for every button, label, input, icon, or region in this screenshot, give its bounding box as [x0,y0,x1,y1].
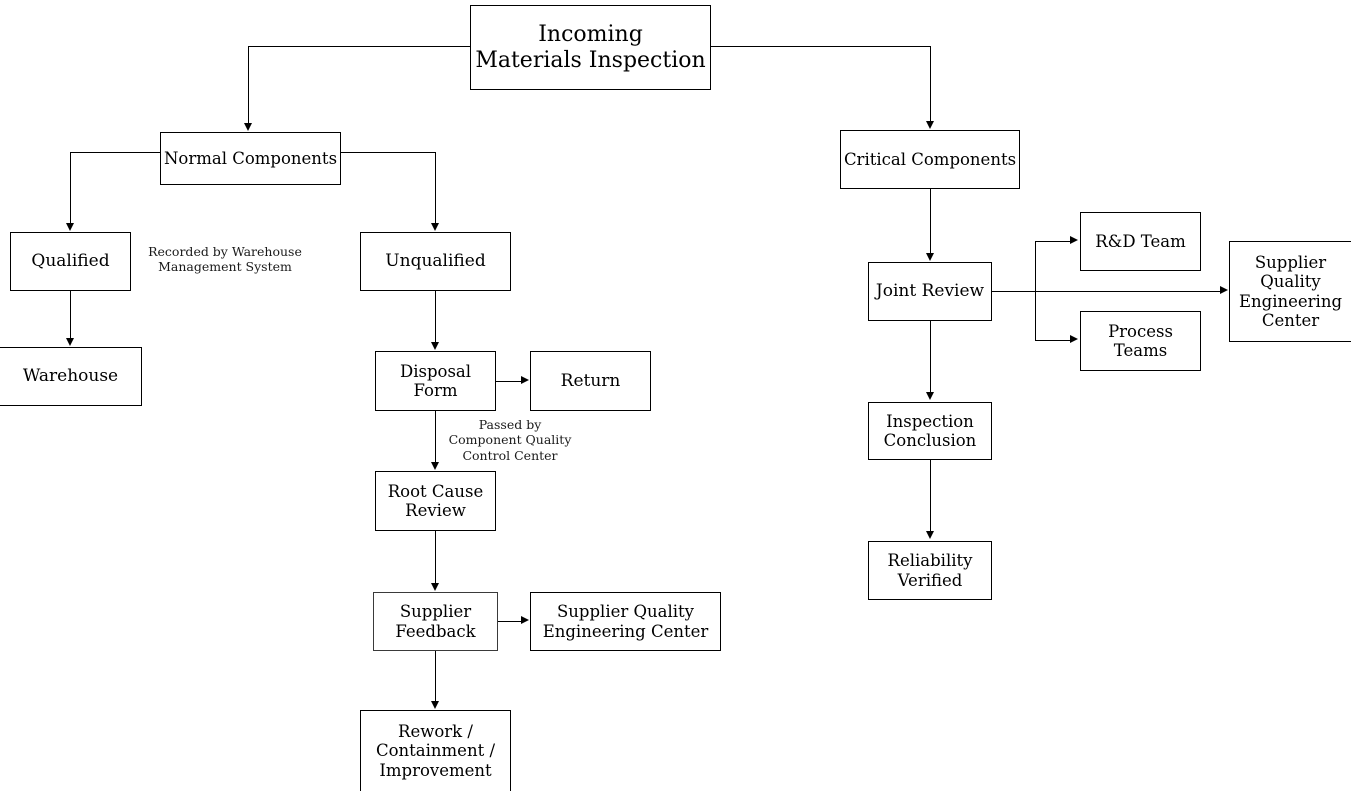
node-process-teams[interactable]: Process Teams [1080,311,1201,371]
edge-disposal-to-root-cause [435,410,436,463]
node-qualified[interactable]: Qualified [10,232,131,291]
edge-joint-review-to-process-teams [1035,340,1071,341]
arrowhead-unqualified-to-disposal [431,342,439,350]
arrowhead-critical-to-joint-review [926,253,934,261]
node-critical-components[interactable]: Critical Components [840,130,1020,189]
edge-joint-review-branch-bus [1035,241,1036,341]
edge-normal-to-qualified-horizontal [70,152,161,153]
node-inspection-conclusion[interactable]: Inspection Conclusion [868,402,992,460]
arrowhead-normal-to-unqualified [431,223,439,231]
arrowhead-root-cause-to-supplier-feedback [431,583,439,591]
node-return[interactable]: Return [530,351,651,411]
node-normal-components[interactable]: Normal Components [160,132,341,185]
edge-incoming-to-normal-horizontal [248,46,471,47]
edge-disposal-to-return [496,381,522,382]
edge-incoming-to-critical-horizontal [710,46,931,47]
edge-joint-review-to-sqec-right [992,291,1221,292]
arrowhead-joint-review-to-process-teams [1070,335,1078,343]
edge-label-recorded-by-warehouse-management-system: Recorded by Warehouse Management System [148,244,302,275]
arrowhead-disposal-to-return [521,376,529,384]
edge-critical-to-joint-review [930,188,931,254]
edge-inspection-conclusion-to-reliability-verified [930,459,931,532]
edge-supplier-feedback-to-sqec [498,621,522,622]
node-root-cause-review[interactable]: Root Cause Review [375,471,496,531]
arrowhead-inspection-conclusion-to-reliability-verified [926,531,934,539]
arrowhead-incoming-to-normal [244,123,252,131]
node-supplier-quality-engineering-center-mid[interactable]: Supplier Quality Engineering Center [530,592,721,651]
node-reliability-verified[interactable]: Reliability Verified [868,541,992,600]
edge-label-passed-by-component-quality-control-center: Passed by Component Quality Control Cent… [448,417,572,463]
edge-normal-to-unqualified-horizontal [341,152,436,153]
node-warehouse[interactable]: Warehouse [0,347,142,406]
arrowhead-disposal-to-root-cause [431,462,439,470]
arrowhead-normal-to-qualified [66,223,74,231]
arrowhead-joint-review-to-inspection-conclusion [926,392,934,400]
node-unqualified[interactable]: Unqualified [360,232,511,291]
node-rework-containment-improvement[interactable]: Rework / Containment / Improvement [360,710,511,791]
arrowhead-supplier-feedback-to-rework [431,701,439,709]
node-disposal-form[interactable]: Disposal Form [375,351,496,411]
arrowhead-joint-review-to-sqec-right [1220,286,1228,294]
arrowhead-incoming-to-critical [926,121,934,129]
edge-unqualified-to-disposal [435,290,436,343]
edge-root-cause-to-supplier-feedback [435,530,436,584]
node-supplier-feedback[interactable]: Supplier Feedback [373,592,498,651]
edge-qualified-to-warehouse [70,290,71,339]
edge-joint-review-to-inspection-conclusion [930,320,931,393]
node-incoming-materials-inspection[interactable]: Incoming Materials Inspection [470,5,711,90]
edge-normal-to-unqualified-vertical [435,152,436,224]
edge-joint-review-to-rd-team [1035,241,1071,242]
arrowhead-qualified-to-warehouse [66,338,74,346]
edge-incoming-to-critical-vertical [930,46,931,122]
arrowhead-supplier-feedback-to-sqec [521,616,529,624]
edge-incoming-to-normal-vertical [248,46,249,124]
edge-normal-to-qualified-vertical [70,152,71,224]
arrowhead-joint-review-to-rd-team [1070,236,1078,244]
node-supplier-quality-engineering-center-right[interactable]: Supplier Quality Engineering Center [1229,241,1351,342]
edge-supplier-feedback-to-rework [435,650,436,702]
node-joint-review[interactable]: Joint Review [868,262,992,321]
node-rd-team[interactable]: R&D Team [1080,212,1201,271]
